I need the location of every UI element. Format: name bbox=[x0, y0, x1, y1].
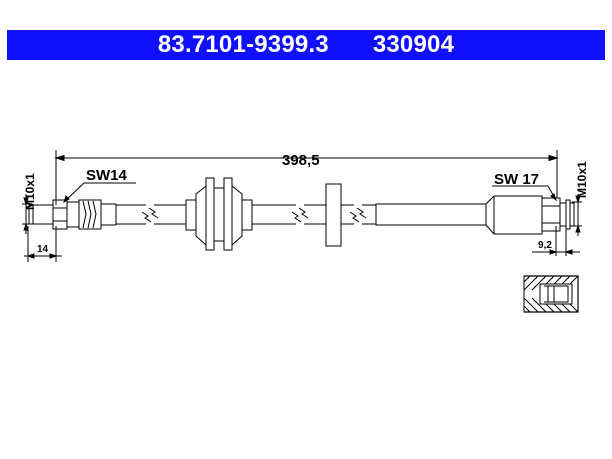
bracket-grommet bbox=[185, 177, 253, 251]
hose-segment bbox=[116, 204, 186, 225]
right-length-label: 9,2 bbox=[538, 240, 552, 251]
overall-length-dimension bbox=[54, 150, 559, 205]
hose-segment bbox=[341, 204, 376, 225]
left-length-label: 14 bbox=[37, 244, 49, 255]
left-thread-dimension bbox=[22, 194, 32, 234]
right-tube bbox=[375, 195, 543, 235]
left-wrench-label: SW14 bbox=[86, 167, 128, 184]
plate-bracket bbox=[325, 183, 342, 247]
right-thread-dimension bbox=[572, 194, 582, 236]
end-fitting-detail bbox=[523, 275, 579, 313]
overall-length-label: 398,5 bbox=[282, 152, 320, 169]
part-number: 83.7101-9399.3 bbox=[157, 31, 329, 58]
header-bar: 83.7101-9399.3 330904 bbox=[7, 30, 605, 60]
right-wrench-label: SW 17 bbox=[494, 171, 539, 188]
left-length-dimension bbox=[24, 226, 62, 262]
left-wrench-leader bbox=[63, 182, 136, 204]
right-fitting bbox=[541, 197, 575, 232]
reference-number: 330904 bbox=[372, 31, 455, 58]
right-thread-label: M10x1 bbox=[575, 161, 589, 198]
left-fitting bbox=[28, 199, 117, 230]
hose-segment bbox=[252, 204, 326, 225]
left-thread-label: M10x1 bbox=[23, 173, 37, 210]
